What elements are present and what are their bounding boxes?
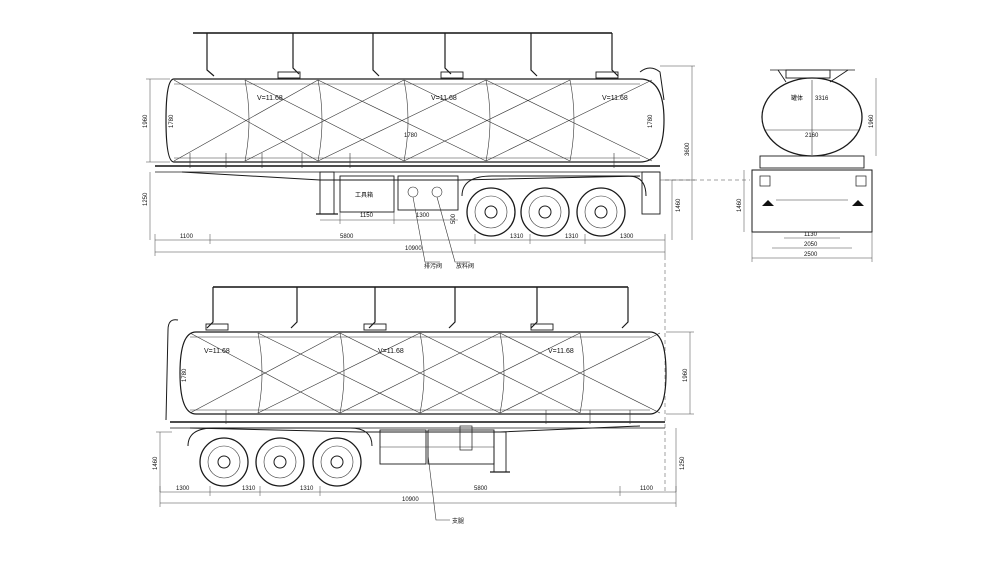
end-frame-height-dim: 1460 bbox=[737, 198, 743, 212]
top-frame-height-left-dim: 1250 bbox=[143, 192, 149, 206]
bottom-tank-inner-left-dim: 1780 bbox=[182, 368, 188, 382]
end-track-width-1-dim: 1130 bbox=[804, 232, 818, 238]
top-axle-spacing-2-dim: 1310 bbox=[565, 234, 579, 240]
top-tank-inner-left-dim: 1780 bbox=[169, 114, 175, 128]
end-view bbox=[743, 69, 877, 262]
top-axle-spacing-1-dim: 1310 bbox=[510, 234, 524, 240]
top-left-height-dim bbox=[146, 78, 170, 240]
bottom-kingpin-axle-dim: 5800 bbox=[474, 486, 488, 492]
end-tank-width-dim: 3316 bbox=[815, 96, 829, 102]
bottom-frame-height-left-dim: 1460 bbox=[153, 456, 159, 470]
bottom-compartment-1-label: V=11.68 bbox=[204, 348, 230, 355]
bottom-axle-spacing-2-dim: 1310 bbox=[300, 486, 314, 492]
bottom-manholes bbox=[205, 323, 554, 331]
bottom-rear-overhang-dim: 1300 bbox=[176, 486, 190, 492]
top-compartment-1-label: V=11.68 bbox=[257, 95, 283, 102]
top-callout-2: 放料阀 bbox=[456, 262, 474, 270]
bottom-overall-length-dim: 10900 bbox=[402, 497, 419, 503]
top-overall-height-dim: 3600 bbox=[685, 142, 691, 156]
end-inner-width-dim: 2160 bbox=[805, 133, 819, 139]
top-toolbox-gap-dim: 1150 bbox=[360, 213, 374, 219]
end-tank-label: 罐体 bbox=[791, 94, 803, 102]
top-compartment-3-label: V=11.68 bbox=[602, 95, 628, 102]
top-tank-inner-mid-dim: 1780 bbox=[404, 133, 418, 139]
top-overall-length-dim: 10900 bbox=[405, 246, 422, 252]
top-toolbox-label: 工具箱 bbox=[355, 191, 373, 199]
top-wheels bbox=[461, 175, 647, 237]
bottom-callout: 支腿 bbox=[452, 517, 464, 525]
end-overall-width-dim: 2500 bbox=[804, 252, 818, 258]
bottom-dims bbox=[156, 331, 694, 521]
top-wheel-gap-dim: 500 bbox=[451, 213, 457, 224]
bottom-axle-spacing-1-dim: 1310 bbox=[242, 486, 256, 492]
bottom-front-overhang-dim: 1100 bbox=[640, 486, 654, 492]
bottom-handrail bbox=[206, 286, 629, 329]
top-length-dims bbox=[154, 196, 666, 263]
top-manholes bbox=[277, 71, 619, 79]
top-kingpin-axle-dim: 5800 bbox=[340, 234, 354, 240]
end-tank-height-dim: 1960 bbox=[869, 114, 875, 128]
top-chassis bbox=[155, 153, 661, 215]
bottom-tank-body bbox=[165, 319, 667, 421]
top-front-overhang-dim: 1100 bbox=[180, 234, 194, 240]
bottom-compartment-3-label: V=11.68 bbox=[548, 348, 574, 355]
top-tank-inner-right-dim: 1780 bbox=[648, 114, 654, 128]
bottom-frame-height-right-dim: 1250 bbox=[680, 456, 686, 470]
top-toolbox-width-dim: 1300 bbox=[416, 213, 430, 219]
top-side-view: V=11.68 V=11.68 V=11.68 1780 1780 1780 1… bbox=[143, 32, 695, 270]
bottom-tank-height-right-dim: 1960 bbox=[683, 368, 689, 382]
top-handrail bbox=[193, 32, 619, 77]
top-frame-height-right-dim: 1460 bbox=[676, 198, 682, 212]
bottom-wheels bbox=[187, 427, 373, 487]
top-rear-overhang-dim: 1300 bbox=[620, 234, 634, 240]
end-track-width-2-dim: 2050 bbox=[804, 242, 818, 248]
top-compartment-2-label: V=11.68 bbox=[431, 95, 457, 102]
bottom-compartment-2-label: V=11.68 bbox=[378, 348, 404, 355]
top-tank-body bbox=[165, 78, 665, 163]
bottom-chassis bbox=[170, 410, 665, 473]
top-callout-1: 排污阀 bbox=[424, 262, 442, 270]
top-tank-height-dim: 1960 bbox=[143, 114, 149, 128]
bottom-side-view: V=11.68 V=11.68 V=11.68 1780 bbox=[153, 286, 694, 525]
